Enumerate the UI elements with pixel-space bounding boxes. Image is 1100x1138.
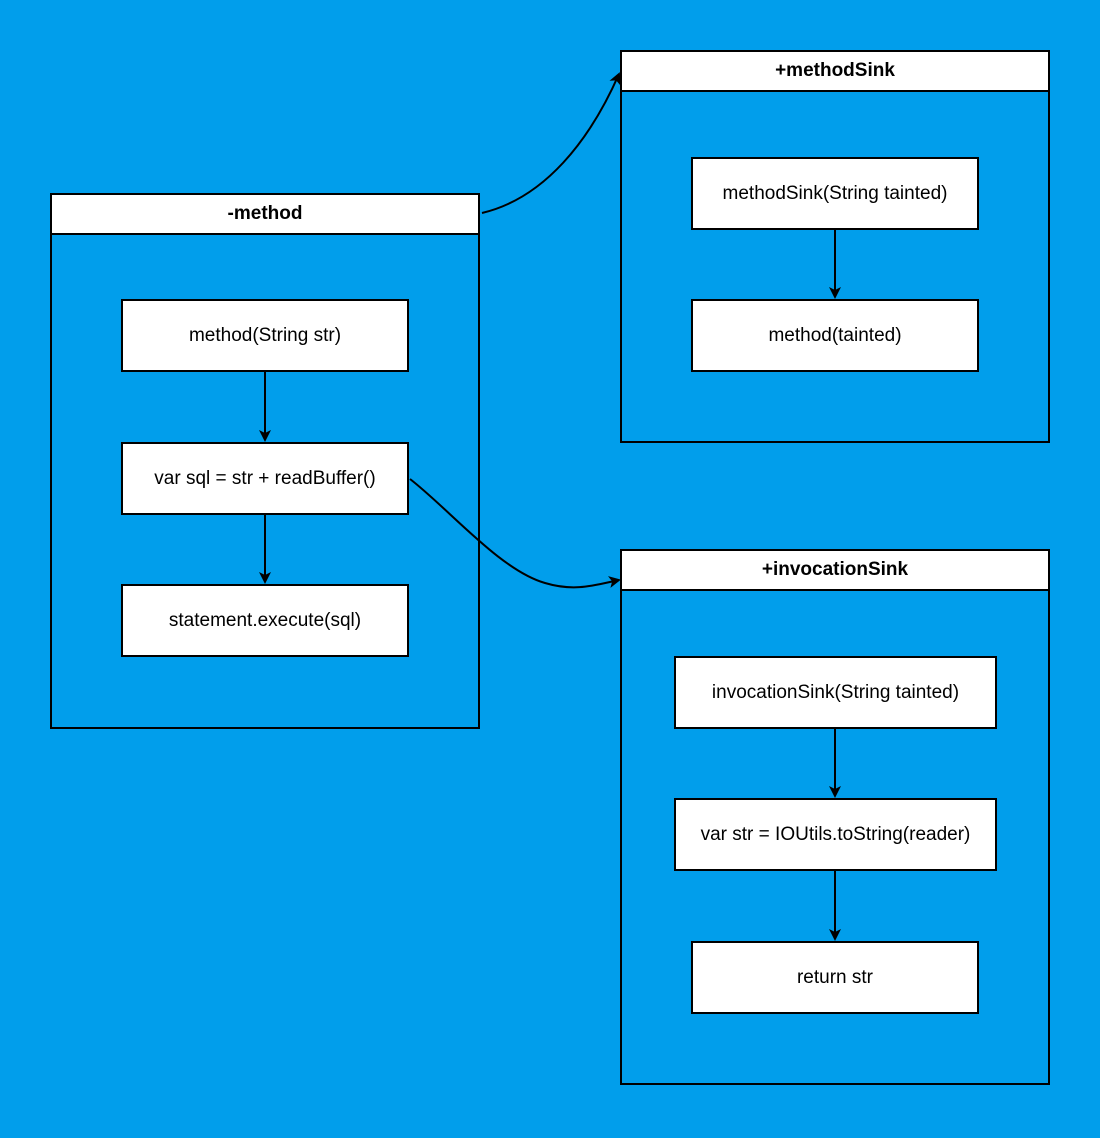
statement-execute-node: statement.execute(sql) xyxy=(121,584,409,657)
method-sink-container: +methodSink xyxy=(620,50,1050,443)
method-sink-container-title: +methodSink xyxy=(622,52,1048,92)
method-container-title: -method xyxy=(52,195,478,235)
edge-method-to-methodsink xyxy=(481,72,621,214)
sql-assignment-node: var sql = str + readBuffer() xyxy=(121,442,409,515)
invocation-sink-container-title: +invocationSink xyxy=(622,551,1048,591)
method-sink-signature-node: methodSink(String tainted) xyxy=(691,157,979,230)
ioutils-tostring-node: var str = IOUtils.toString(reader) xyxy=(674,798,997,871)
invocation-sink-container: +invocationSink xyxy=(620,549,1050,1085)
invocation-sink-signature-node: invocationSink(String tainted) xyxy=(674,656,997,729)
method-container: -method xyxy=(50,193,480,729)
method-call-node: method(tainted) xyxy=(691,299,979,372)
method-signature-node: method(String str) xyxy=(121,299,409,372)
return-str-node: return str xyxy=(691,941,979,1014)
